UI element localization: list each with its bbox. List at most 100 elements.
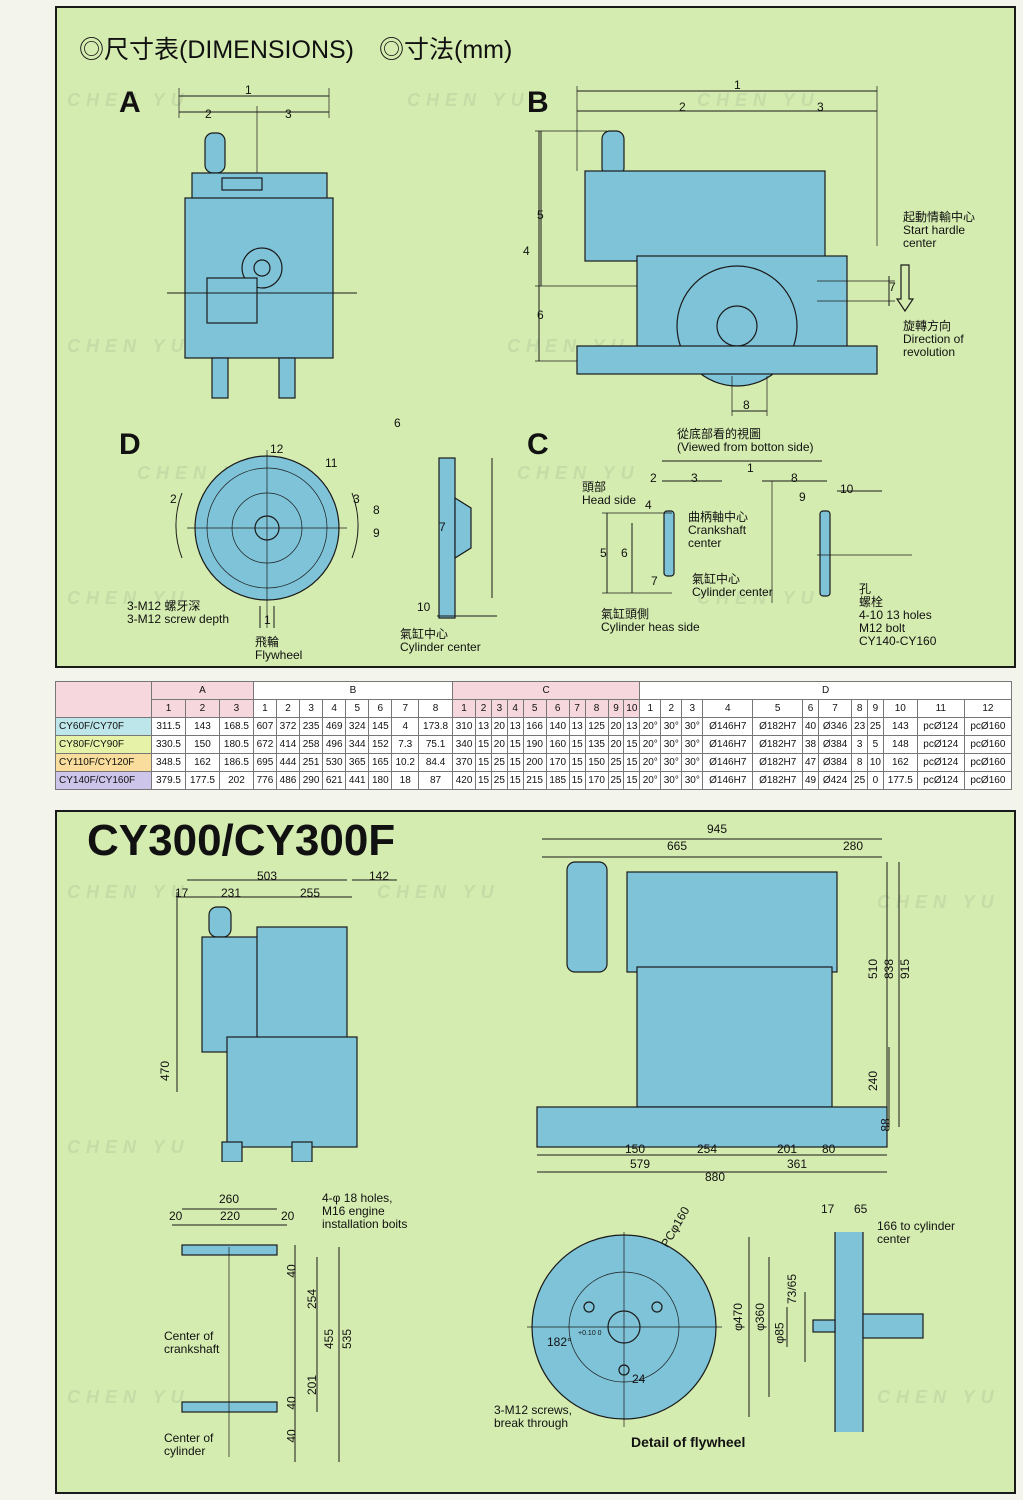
table-subheader: 3	[299, 699, 324, 718]
dim-label: 6	[394, 416, 401, 430]
dim-label: 88	[878, 1118, 893, 1132]
table-cell: 20	[607, 717, 625, 736]
flywheel-en: Flywheel	[255, 648, 303, 662]
flywheel-screws-line2: break through	[494, 1416, 569, 1430]
table-cell: 15	[623, 753, 641, 772]
table-cell: 148	[882, 735, 918, 754]
table-cell: 3	[851, 735, 868, 754]
dim-label: 6	[621, 546, 628, 560]
cylinder-center-label-2: Center of cylinder	[164, 1432, 213, 1458]
table-cell: 15	[568, 753, 586, 772]
table-cell: 170	[545, 753, 570, 772]
crankshaft-center-label-2: Center of crankshaft	[164, 1330, 219, 1356]
dim-label: 5	[537, 208, 544, 222]
flywheel-screws-label: 3-M12 screws, break through	[494, 1404, 572, 1430]
watermark: CHEN YU	[67, 1137, 190, 1157]
table-cell: 25	[867, 717, 884, 736]
table-cell: 145	[368, 717, 393, 736]
table-cell: 40	[802, 717, 819, 736]
table-cell: 30°	[681, 753, 704, 772]
table-cell: 143	[184, 717, 220, 736]
table-cell: 444	[275, 753, 301, 772]
table-subheader: 2	[475, 699, 492, 718]
watermark: CHEN YU	[697, 90, 820, 110]
cylinder-center-label: 氣缸中心 Cylinder center	[400, 628, 481, 654]
dim-label: 201	[305, 1374, 320, 1396]
dim-label: 2	[170, 492, 177, 506]
dim-label: 579	[630, 1157, 651, 1171]
cylinder-center-line1: Center of	[164, 1431, 214, 1445]
start-handle-label-cn: 起動情輸中心	[903, 210, 976, 224]
table-cell: 166	[522, 717, 547, 736]
dim-label: 361	[787, 1157, 808, 1171]
table-cell: 4	[391, 717, 420, 736]
table-cell: Ø182H7	[752, 753, 804, 772]
dim-label: 231	[221, 886, 242, 900]
bottom-view-label: 從底部看的視圖 (Viewed from botton side)	[677, 428, 814, 454]
table-cell: 30°	[660, 771, 683, 790]
cylinder-center-c-cn: 氣缸中心	[692, 572, 741, 586]
table-cell: Ø424	[817, 771, 853, 790]
mounting-holes-line3: installation boits	[322, 1217, 408, 1231]
dim-label: 510	[866, 958, 881, 980]
table-subheader: 3	[218, 699, 254, 718]
table-cell: 10.2	[391, 753, 420, 772]
dim-label: 8	[743, 398, 750, 412]
watermark: CHEN YU	[67, 336, 190, 356]
table-cell: 607	[252, 717, 277, 736]
mounting-holes-line2: M16 engine	[322, 1204, 385, 1218]
bolt-en: M12 bolt	[859, 621, 906, 635]
table-group-b: B	[252, 681, 454, 700]
engine-front-view-a	[167, 88, 357, 399]
dim-label: 3	[691, 471, 698, 485]
table-cell: 621	[322, 771, 347, 790]
table-cell: pcØ160	[963, 735, 1013, 754]
table-cell: 290	[299, 771, 324, 790]
table-cell: 13	[475, 717, 492, 736]
table-cell: 47	[802, 753, 819, 772]
table-cell: pcØ124	[916, 735, 965, 754]
table-cell: 310	[452, 717, 477, 736]
dim-label: 455	[322, 1328, 337, 1350]
dim-label: 80	[822, 1142, 836, 1156]
table-cell: 30°	[660, 717, 683, 736]
dim-label: 1	[264, 613, 271, 627]
table-cell: 15	[506, 735, 524, 754]
table-cell: 25	[490, 753, 508, 772]
table-cell: Ø146H7	[702, 735, 754, 754]
dim-label: 11	[325, 456, 338, 470]
table-subheader: 8	[851, 699, 868, 718]
table-cell: 135	[584, 735, 609, 754]
table-cell: Ø384	[817, 735, 853, 754]
mounting-holes-label: 4-φ 18 holes, M16 engine installation bo…	[322, 1192, 407, 1231]
drawing-label-c: C	[527, 428, 549, 461]
table-model-cell: CY110F/CY120F	[55, 753, 152, 772]
watermark: CHEN YU	[877, 1387, 1000, 1407]
flywheel-cn: 飛輪	[255, 635, 280, 649]
table-subheader: 2	[275, 699, 301, 718]
table-cell: Ø146H7	[702, 753, 754, 772]
dim-label: 17	[175, 886, 189, 900]
cy300-front-view	[176, 879, 397, 1162]
table-subheader: 9	[867, 699, 884, 718]
dim-label: 20	[169, 1209, 183, 1223]
flywheel-screws-line1: 3-M12 screws,	[494, 1403, 573, 1417]
watermark: CHEN YU	[517, 463, 640, 483]
dim-label: 254	[305, 1288, 320, 1310]
cylinder-head-side-cn: 氣缸頭側	[601, 607, 650, 621]
table-cell: 160	[545, 735, 570, 754]
dimensions-panel: CHEN YU CHEN YU CHEN YU CHEN YU CHEN YU …	[55, 6, 1016, 668]
cylinder-center-en: Cylinder center	[400, 640, 481, 654]
table-subheader: 8	[418, 699, 454, 718]
tolerance-label: +0.10 0	[578, 1330, 602, 1337]
table-subheader: 1	[252, 699, 277, 718]
dim-label: 838	[882, 958, 897, 980]
dim-label: 260	[219, 1192, 240, 1206]
watermark: CHEN YU	[67, 588, 190, 608]
table-subheader: 2	[660, 699, 683, 718]
direction-label: 旋轉方向 Direction of revolution	[903, 320, 983, 359]
screw-depth-label: 3-M12 螺牙深 3-M12 screw depth	[127, 600, 229, 626]
table-cell: pcØ124	[916, 753, 965, 772]
